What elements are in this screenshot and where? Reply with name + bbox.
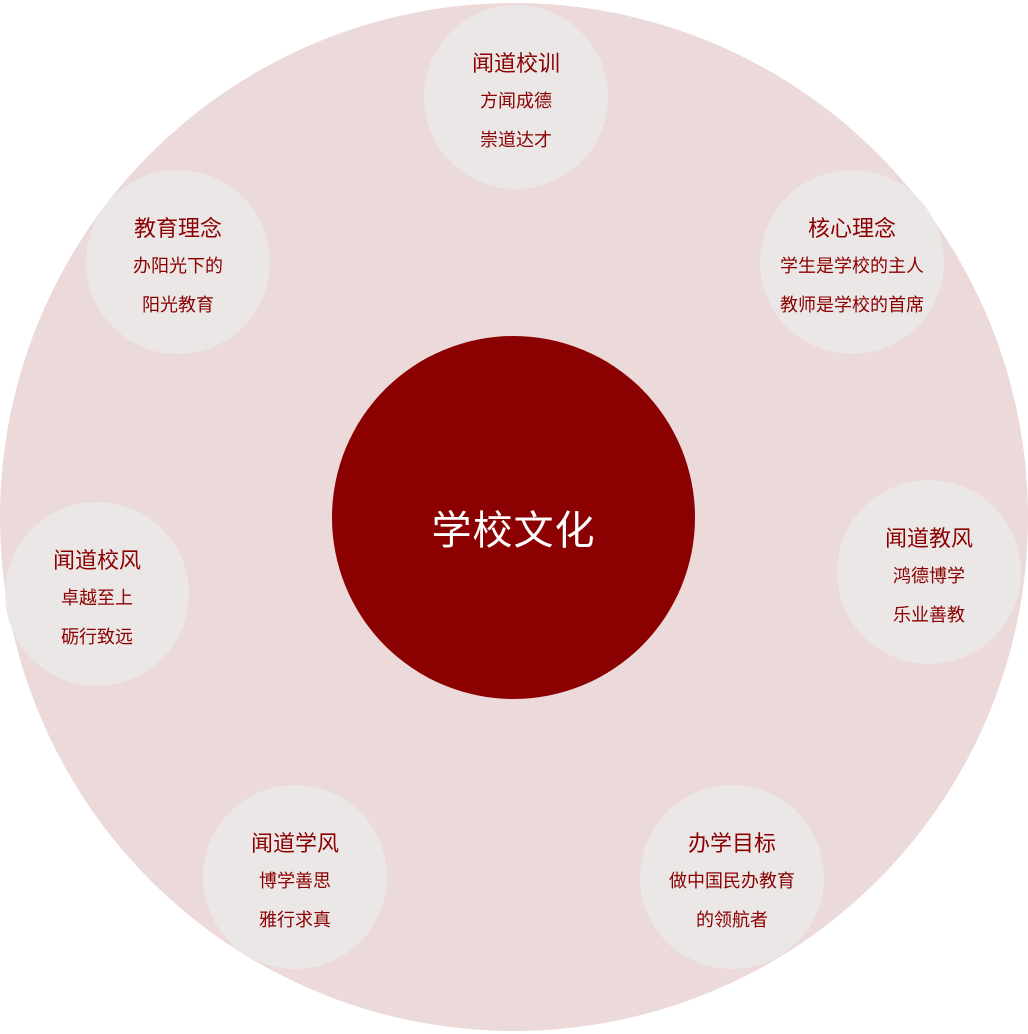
node-school-motto: 闻道校训 方闻成德 崇道达才 [424, 5, 608, 189]
node-line: 阳光教育 [142, 295, 214, 316]
node-line: 卓越至上 [61, 588, 133, 609]
node-line: 做中国民办教育 [669, 871, 795, 892]
node-title: 闻道校训 [471, 52, 560, 77]
node-line: 办阳光下的 [133, 256, 223, 277]
node-teaching-style: 闻道教风 鸿德博学 乐业善教 [837, 480, 1021, 664]
node-title: 核心理念 [807, 217, 896, 242]
node-line: 鸿德博学 [893, 566, 965, 587]
node-title: 闻道学风 [250, 832, 339, 857]
node-education-philosophy: 教育理念 办阳光下的 阳光教育 [86, 170, 270, 354]
node-school-goal: 办学目标 做中国民办教育 的领航者 [640, 785, 824, 969]
center-circle: 学校文化 [332, 336, 695, 699]
node-line: 方闻成德 [480, 91, 552, 112]
node-school-spirit: 闻道校风 卓越至上 砺行致远 [5, 502, 189, 686]
node-line: 学生是学校的主人 [780, 256, 924, 277]
node-line: 博学善思 [259, 871, 331, 892]
center-title: 学校文化 [431, 507, 596, 554]
node-title: 闻道教风 [884, 527, 973, 552]
node-title: 办学目标 [687, 832, 776, 857]
node-title: 教育理念 [133, 217, 222, 242]
node-line: 崇道达才 [480, 130, 552, 151]
node-study-style: 闻道学风 博学善思 雅行求真 [203, 785, 387, 969]
node-line: 乐业善教 [893, 605, 965, 626]
node-line: 雅行求真 [259, 910, 331, 931]
node-line: 砺行致远 [61, 627, 133, 648]
node-line: 教师是学校的首席 [780, 295, 924, 316]
node-core-concept: 核心理念 学生是学校的主人 教师是学校的首席 [760, 170, 944, 354]
node-title: 闻道校风 [52, 549, 141, 574]
node-line: 的领航者 [696, 910, 768, 931]
